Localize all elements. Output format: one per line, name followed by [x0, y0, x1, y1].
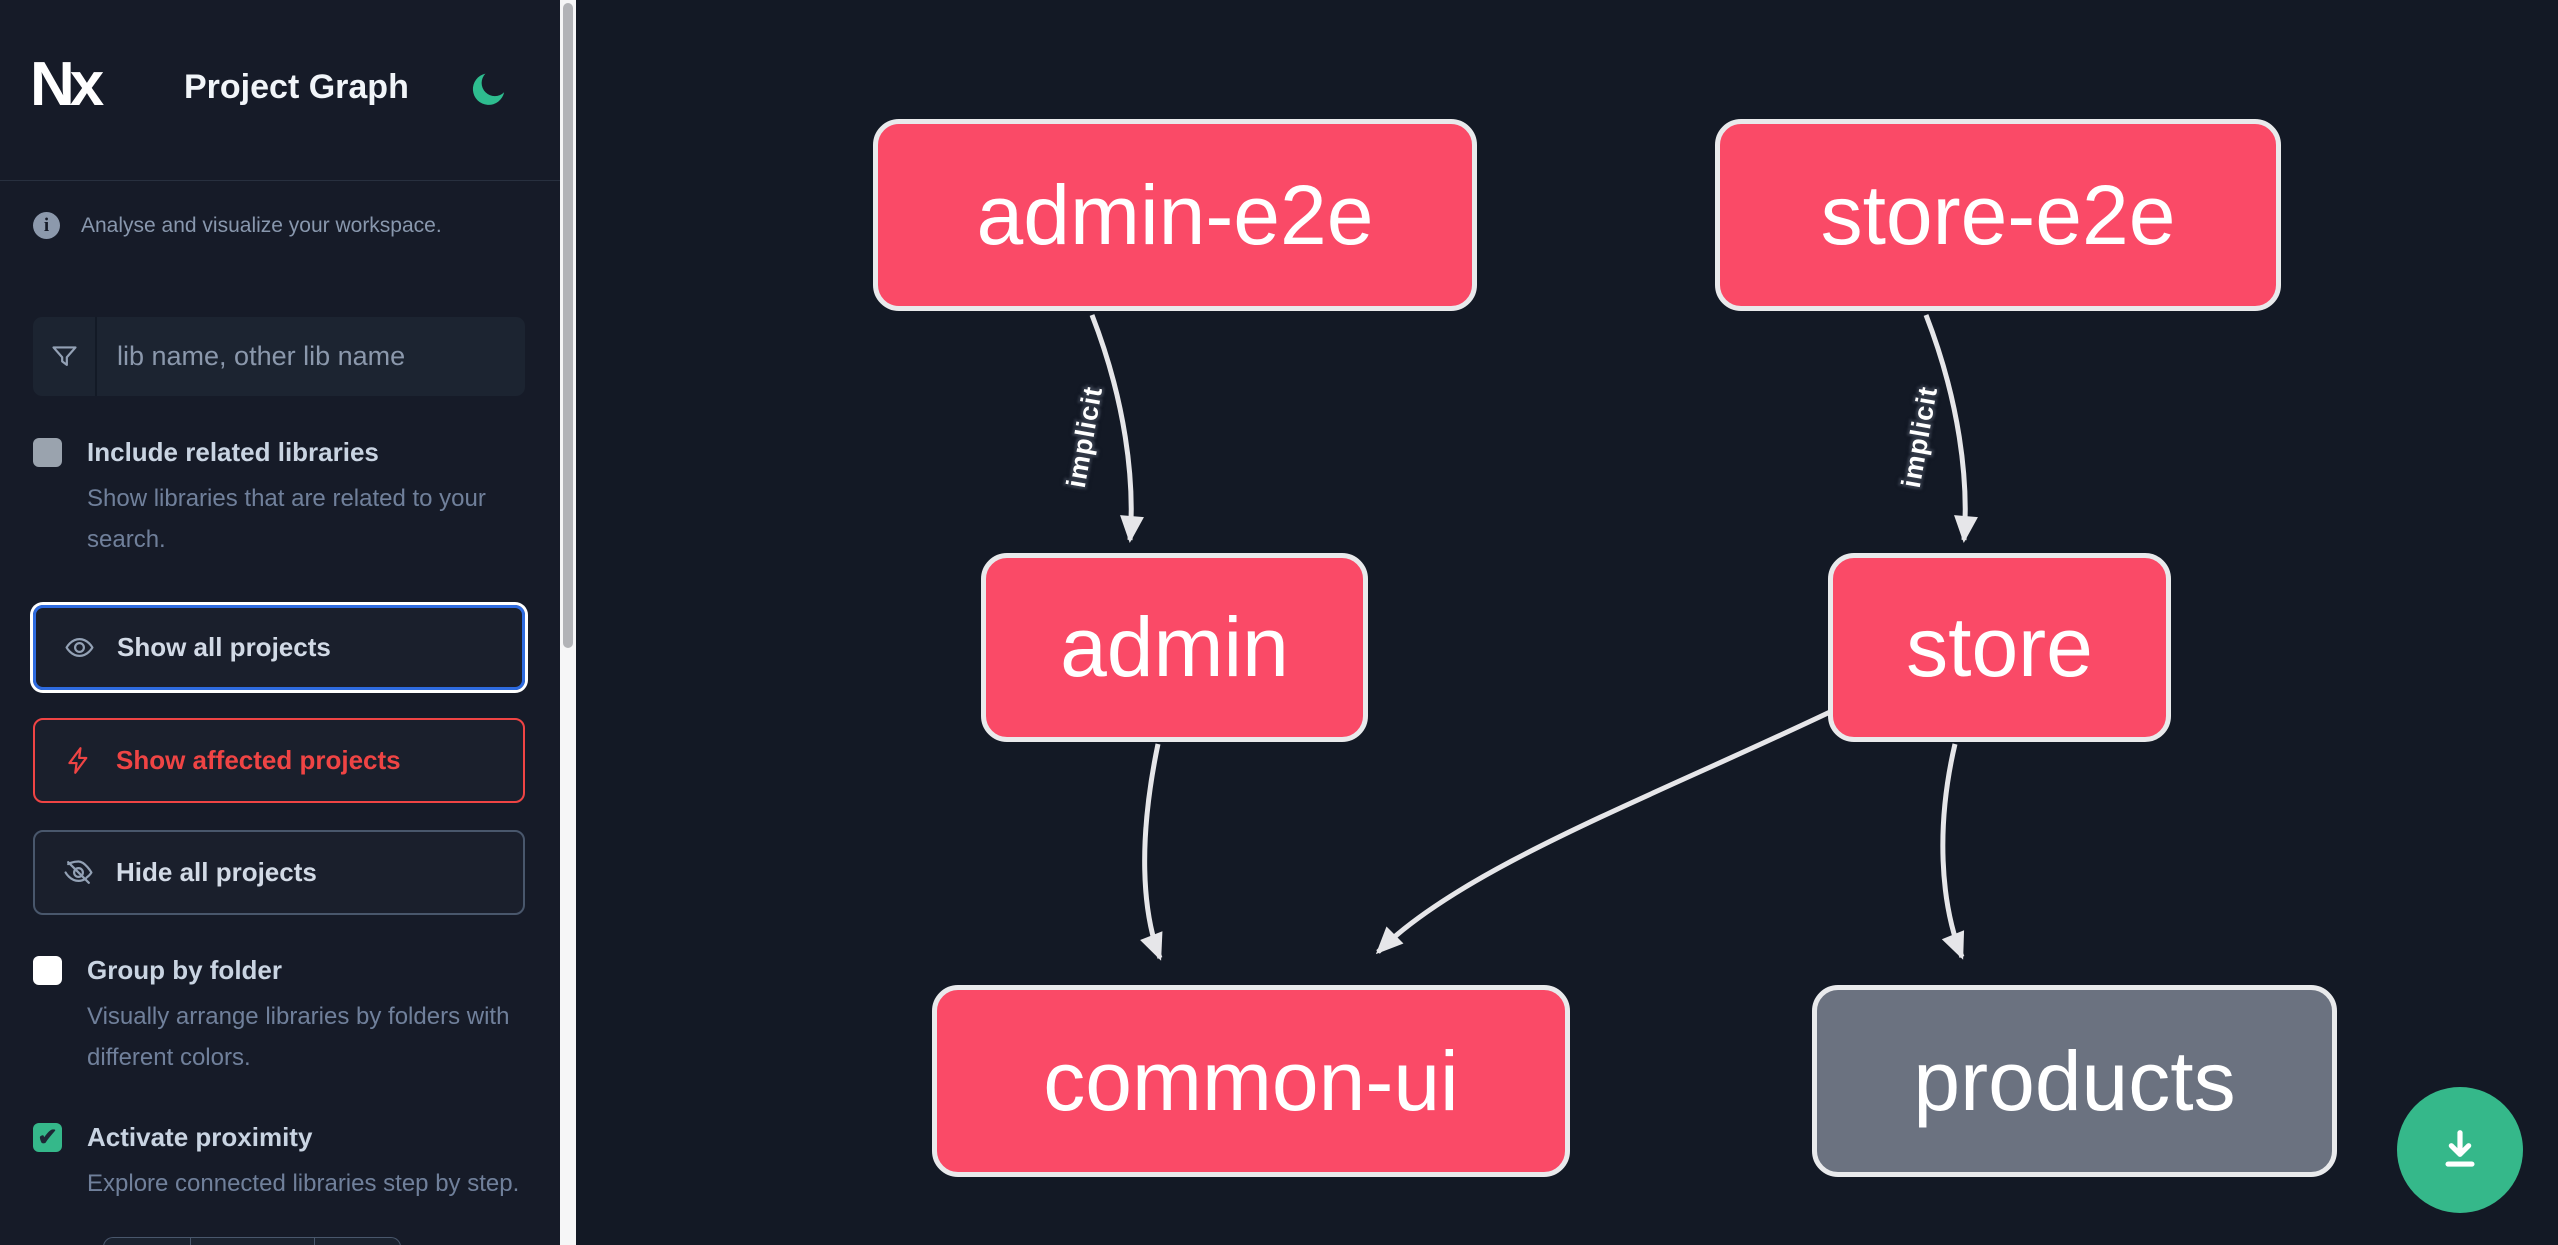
- option-activate-proximity: ✔ Activate proximity Explore connected l…: [33, 1122, 533, 1204]
- node-admin-e2e[interactable]: admin-e2e: [873, 119, 1477, 311]
- filter-funnel-icon: [33, 317, 97, 396]
- group-by-folder-label: Group by folder: [87, 955, 282, 985]
- search-input[interactable]: [97, 317, 525, 396]
- bolt-icon: [68, 747, 88, 774]
- activate-proximity-checkbox[interactable]: ✔: [33, 1123, 62, 1152]
- sidebar: Nx Project Graph i Analyse and visualize…: [0, 0, 560, 1245]
- include-related-label: Include related libraries: [87, 437, 379, 467]
- option-include-related: Include related libraries Show libraries…: [33, 437, 533, 560]
- theme-toggle-moon-icon[interactable]: [466, 68, 510, 112]
- download-icon: [2445, 1130, 2475, 1167]
- graph-canvas[interactable]: implicit implicit admin-e2e store-e2e ad…: [576, 0, 2558, 1245]
- page-title: Project Graph: [184, 68, 409, 106]
- graph-edges: [1089, 314, 1978, 961]
- stepper-decrement[interactable]: [103, 1237, 191, 1245]
- group-by-folder-checkbox[interactable]: [33, 956, 62, 985]
- node-common-ui[interactable]: common-ui: [932, 985, 1570, 1177]
- edge-store-common-ui[interactable]: [1375, 709, 1832, 955]
- option-group-by-folder: Group by folder Visually arrange librari…: [33, 955, 533, 1078]
- show-all-projects-label: Show all projects: [117, 632, 331, 662]
- proximity-depth-stepper[interactable]: [103, 1237, 401, 1245]
- sidebar-scrollbar[interactable]: [560, 0, 576, 1245]
- node-admin[interactable]: admin: [981, 553, 1368, 742]
- edge-store-e2e-store[interactable]: [1923, 314, 1978, 543]
- activate-proximity-description: Explore connected libraries step by step…: [87, 1170, 520, 1197]
- node-store-e2e[interactable]: store-e2e: [1715, 119, 2281, 311]
- node-store[interactable]: store: [1828, 553, 2171, 742]
- show-all-projects-button[interactable]: Show all projects: [33, 605, 525, 690]
- eye-off-icon: [64, 860, 93, 884]
- hide-all-projects-button[interactable]: Hide all projects: [33, 830, 525, 915]
- sidebar-header: Nx Project Graph: [0, 0, 560, 180]
- node-products[interactable]: products: [1812, 985, 2337, 1177]
- nx-logo: Nx: [30, 50, 104, 119]
- show-affected-projects-button[interactable]: Show affected projects: [33, 718, 525, 803]
- info-icon: i: [33, 212, 60, 239]
- workspace-info: i Analyse and visualize your workspace.: [33, 212, 533, 239]
- stepper-value: [191, 1237, 315, 1245]
- group-by-folder-description: Visually arrange libraries by folders wi…: [87, 1003, 510, 1071]
- sidebar-scrollbar-thumb[interactable]: [563, 3, 573, 648]
- include-related-description: Show libraries that are related to your …: [87, 485, 486, 553]
- show-affected-projects-label: Show affected projects: [116, 745, 401, 775]
- stepper-increment[interactable]: [315, 1237, 401, 1245]
- edge-admin-e2e-admin[interactable]: [1089, 314, 1144, 543]
- download-graph-button[interactable]: [2397, 1087, 2523, 1213]
- include-related-checkbox[interactable]: [33, 438, 62, 467]
- activate-proximity-label: Activate proximity: [87, 1122, 313, 1152]
- search-box: [33, 317, 525, 396]
- hide-all-projects-label: Hide all projects: [116, 857, 317, 887]
- edge-admin-common-ui[interactable]: [1140, 743, 1163, 961]
- edge-store-products[interactable]: [1940, 743, 1965, 960]
- header-divider: [0, 180, 560, 181]
- eye-icon: [65, 638, 94, 657]
- info-text: Analyse and visualize your workspace.: [81, 213, 442, 237]
